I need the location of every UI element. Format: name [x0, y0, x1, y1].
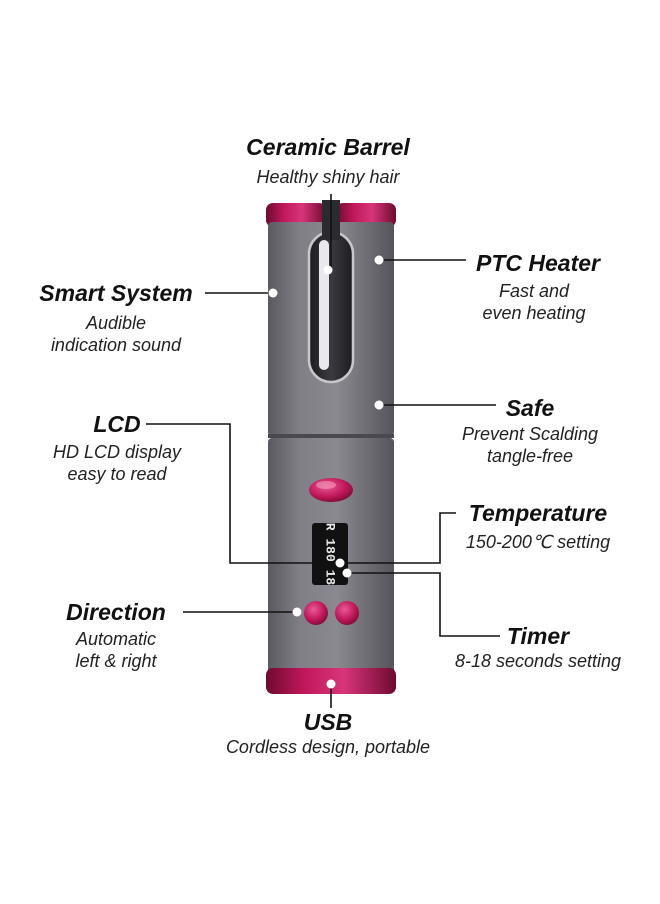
lcd-screen	[312, 523, 348, 585]
callout-title: LCD	[93, 411, 140, 437]
callout-safe: Safe Prevent Scalding tangle-free	[462, 395, 598, 466]
callout-title: Safe	[506, 395, 555, 421]
white-dot-icon	[374, 255, 384, 265]
callout-line: left & right	[75, 651, 157, 671]
callout-line: Healthy shiny hair	[256, 167, 400, 187]
leader-temperature	[340, 512, 456, 564]
callout-line: even heating	[482, 303, 585, 323]
white-dot-icon	[326, 679, 336, 689]
white-dot-icon	[323, 265, 333, 275]
callout-line: tangle-free	[487, 446, 573, 466]
marker-dots	[268, 255, 384, 689]
callout-usb: USB Cordless design, portable	[226, 709, 430, 757]
direction-right-button	[335, 601, 359, 625]
callout-line: Fast and	[499, 281, 570, 301]
callout-line: Automatic	[75, 629, 156, 649]
white-dot-icon	[292, 607, 302, 617]
callout-smart-system: Smart System Audible indication sound	[39, 280, 192, 355]
callout-line: Prevent Scalding	[462, 424, 598, 444]
callout-title: PTC Heater	[476, 250, 601, 276]
lcd-readout: R 180 18	[323, 523, 338, 586]
top-cap-left	[266, 203, 326, 227]
leader-lcd	[146, 423, 338, 564]
direction-left-button	[304, 601, 328, 625]
callout-title: Timer	[507, 623, 570, 649]
callout-temperature: Temperature 150-200℃ setting	[466, 500, 610, 552]
white-dot-icon	[268, 288, 278, 298]
callout-direction: Direction Automatic left & right	[66, 599, 166, 671]
white-dot-icon	[342, 568, 352, 578]
callout-line: 8-18 seconds setting	[455, 651, 621, 671]
callout-timer: Timer 8-18 seconds setting	[455, 623, 621, 671]
callout-line: indication sound	[51, 335, 182, 355]
callout-title: USB	[304, 709, 353, 735]
callout-title: Temperature	[469, 500, 608, 526]
callout-ptc-heater: PTC Heater Fast and even heating	[476, 250, 601, 323]
barrel-highlight	[319, 240, 329, 370]
callout-ceramic-barrel: Ceramic Barrel Healthy shiny hair	[246, 134, 410, 187]
callout-line: HD LCD display	[53, 442, 182, 462]
callout-lcd: LCD HD LCD display easy to read	[53, 411, 182, 484]
callout-title: Ceramic Barrel	[246, 134, 410, 160]
callout-line: 150-200℃ setting	[466, 532, 610, 552]
callout-line: easy to read	[67, 464, 167, 484]
white-dot-icon	[374, 400, 384, 410]
callout-line: Audible	[85, 313, 146, 333]
callout-title: Direction	[66, 599, 166, 625]
power-button-highlight	[316, 481, 336, 489]
callout-line: Cordless design, portable	[226, 737, 430, 757]
leader-timer	[347, 572, 500, 637]
hair-curler-device: R 180 18	[266, 200, 396, 694]
leader-lines	[146, 194, 500, 708]
callout-title: Smart System	[39, 280, 192, 306]
body-seam	[268, 434, 394, 438]
top-cap-right	[336, 203, 396, 227]
white-dot-icon	[335, 558, 345, 568]
